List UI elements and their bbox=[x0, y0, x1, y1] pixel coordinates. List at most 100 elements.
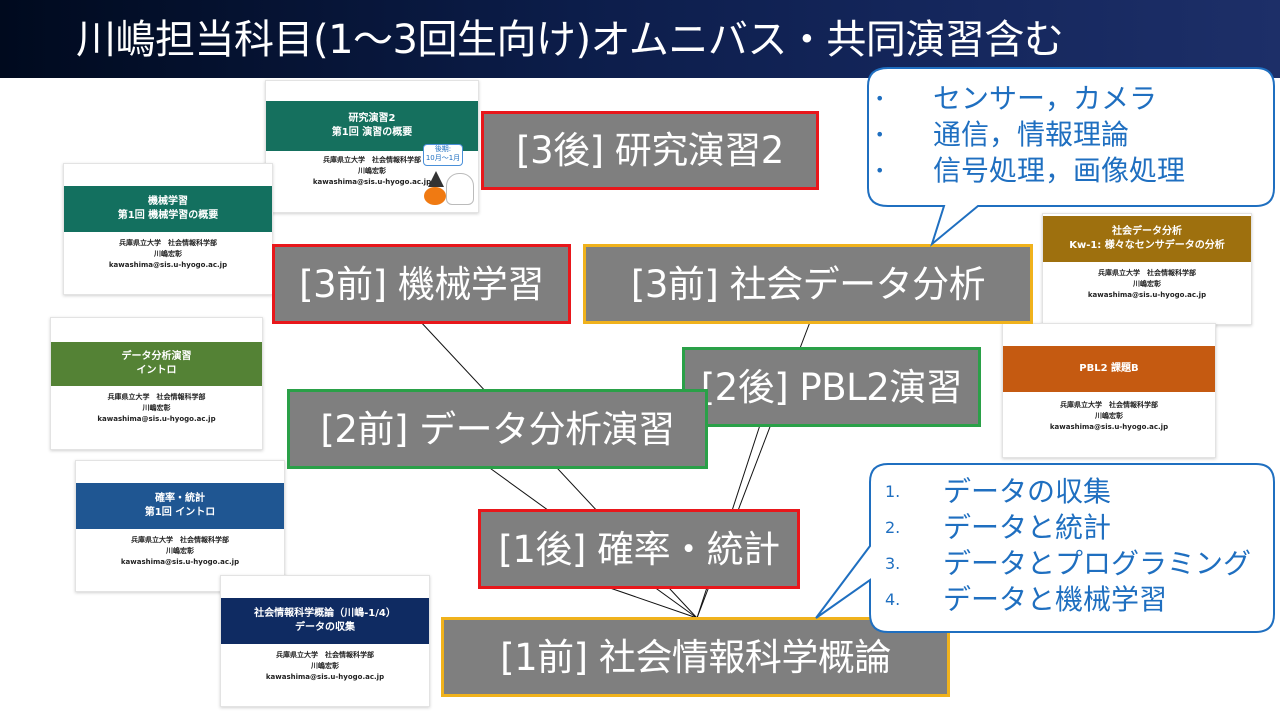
thumbnail-affiliation: 兵庫県立大学 社会情報科学部 bbox=[323, 156, 421, 164]
bullet-marker: • bbox=[875, 89, 885, 108]
course-label: [2後] PBL2演習 bbox=[700, 365, 963, 409]
thumbnail-email: kawashima@sis.u-hyogo.ac.jp bbox=[1049, 423, 1169, 431]
bullet-marker: • bbox=[875, 125, 885, 144]
thumbnail-author: 川嶋宏彰 bbox=[142, 404, 171, 412]
slide-thumbnail-prob: 確率・統計 第1回 イントロ 兵庫県立大学 社会情報科学部 川嶋宏彰 kawas… bbox=[75, 460, 285, 592]
slide-thumbnail-data: データ分析演習 イントロ 兵庫県立大学 社会情報科学部 川嶋宏彰 kawashi… bbox=[50, 317, 263, 450]
callout-top-item: • 通信，情報理論 bbox=[875, 117, 1185, 153]
callout-top-list: • センサー，カメラ • 通信，情報理論 • 信号処理，画像処理 bbox=[875, 81, 1185, 189]
thumbnail-title: 社会データ分析 bbox=[1112, 226, 1182, 237]
thumbnail-info: 兵庫県立大学 社会情報科学部 川嶋宏彰 kawashima@sis.u-hyog… bbox=[51, 392, 262, 425]
thumbnail-affiliation: 兵庫県立大学 社会情報科学部 bbox=[131, 536, 229, 544]
period-value: 10月〜1月 bbox=[425, 154, 461, 162]
thumbnail-subtitle: イントロ bbox=[136, 365, 177, 376]
callout-item-text: データの収集 bbox=[943, 475, 1112, 508]
thumbnail-title: 確率・統計 bbox=[155, 493, 205, 504]
callout-bottom-item: 1. データの収集 bbox=[885, 474, 1251, 510]
thumbnail-email: kawashima@sis.u-hyogo.ac.jp bbox=[265, 673, 385, 681]
course-label: [1前] 社会情報科学概論 bbox=[500, 635, 891, 679]
callout-item-text: データとプログラミング bbox=[943, 547, 1252, 580]
thumbnail-title: PBL2 課題B bbox=[1079, 363, 1139, 374]
slide-thumbnail-social: 社会データ分析 Kw-1: 様々なセンサデータの分析 兵庫県立大学 社会情報科学… bbox=[1042, 213, 1252, 325]
course-box-machine-learning: [3前] 機械学習 bbox=[272, 244, 571, 324]
thumbnail-email: kawashima@sis.u-hyogo.ac.jp bbox=[120, 558, 240, 566]
course-label: [1後] 確率・統計 bbox=[498, 527, 780, 571]
callout-top-item: • 信号処理，画像処理 bbox=[875, 153, 1185, 189]
period-label: 後期: bbox=[434, 145, 452, 153]
course-box-intro-social-informatics: [1前] 社会情報科学概論 bbox=[441, 617, 950, 697]
course-label: [2前] データ分析演習 bbox=[320, 407, 675, 451]
course-label: [3前] 社会データ分析 bbox=[630, 262, 986, 306]
thumbnail-author: 川嶋宏彰 bbox=[311, 662, 339, 670]
callout-item-text: データと機械学習 bbox=[943, 583, 1168, 616]
thumbnail-subtitle: Kw-1: 様々なセンサデータの分析 bbox=[1069, 240, 1225, 251]
thumbnail-title: 研究演習2 bbox=[348, 113, 396, 124]
thumbnail-banner: データ分析演習 イントロ bbox=[51, 342, 262, 386]
page-title: 川嶋担当科目(1〜3回生向け)オムニバス・共同演習含む bbox=[76, 17, 1064, 63]
course-box-probability-statistics: [1後] 確率・統計 bbox=[478, 509, 800, 589]
ghost-icon bbox=[446, 173, 474, 205]
thumbnail-title: データ分析演習 bbox=[121, 351, 192, 362]
thumbnail-subtitle: 第1回 演習の概要 bbox=[331, 127, 413, 138]
thumbnail-info: 兵庫県立大学 社会情報科学部 川嶋宏彰 kawashima@sis.u-hyog… bbox=[221, 650, 429, 683]
thumbnail-email: kawashima@sis.u-hyogo.ac.jp bbox=[1087, 291, 1207, 299]
course-box-research-seminar-2: [3後] 研究演習2 bbox=[481, 111, 819, 190]
course-label: [3後] 研究演習2 bbox=[516, 129, 784, 172]
link-intro-prob bbox=[609, 587, 698, 619]
thumbnail-author: 川嶋宏彰 bbox=[358, 167, 386, 175]
callout-item-text: データと統計 bbox=[943, 511, 1112, 544]
thumbnail-title: 社会情報科学概論（川嶋-1/4） bbox=[254, 608, 396, 619]
thumbnail-banner: 研究演習2 第1回 演習の概要 bbox=[266, 101, 478, 151]
witch-hat-icon bbox=[428, 171, 444, 187]
bullet-marker: • bbox=[875, 161, 885, 180]
number-marker: 3. bbox=[885, 554, 901, 573]
course-box-social-data-analysis: [3前] 社会データ分析 bbox=[583, 244, 1033, 324]
course-label: [3前] 機械学習 bbox=[299, 262, 544, 306]
thumbnail-info: 兵庫県立大学 社会情報科学部 川嶋宏彰 kawashima@sis.u-hyog… bbox=[266, 155, 478, 188]
thumbnail-author: 川嶋宏彰 bbox=[166, 547, 194, 555]
course-box-data-analysis-seminar: [2前] データ分析演習 bbox=[287, 389, 708, 469]
thumbnail-subtitle: データの収集 bbox=[295, 622, 355, 633]
thumbnail-subtitle: 第1回 イントロ bbox=[144, 507, 216, 518]
thumbnail-banner: 社会情報科学概論（川嶋-1/4） データの収集 bbox=[221, 598, 429, 644]
callout-top-item: • センサー，カメラ bbox=[875, 81, 1185, 117]
thumbnail-affiliation: 兵庫県立大学 社会情報科学部 bbox=[1098, 269, 1196, 277]
callout-bottom-item: 3. データとプログラミング bbox=[885, 546, 1251, 582]
thumbnail-banner: PBL2 課題B bbox=[1003, 346, 1215, 392]
pumpkin-icon bbox=[424, 187, 446, 205]
thumbnail-affiliation: 兵庫県立大学 社会情報科学部 bbox=[107, 393, 206, 401]
thumbnail-affiliation: 兵庫県立大学 社会情報科学部 bbox=[1060, 401, 1158, 409]
thumbnail-email: kawashima@sis.u-hyogo.ac.jp bbox=[97, 415, 216, 423]
callout-bottom-item: 2. データと統計 bbox=[885, 510, 1251, 546]
thumbnail-email: kawashima@sis.u-hyogo.ac.jp bbox=[312, 178, 432, 186]
thumbnail-info: 兵庫県立大学 社会情報科学部 川嶋宏彰 kawashima@sis.u-hyog… bbox=[1043, 268, 1251, 301]
thumbnail-author: 川嶋宏彰 bbox=[154, 250, 182, 258]
slide-thumbnail-research: 研究演習2 第1回 演習の概要 兵庫県立大学 社会情報科学部 川嶋宏彰 kawa… bbox=[265, 80, 479, 213]
thumbnail-subtitle: 第1回 機械学習の概要 bbox=[117, 210, 219, 221]
callout-item-text: 信号処理，画像処理 bbox=[933, 154, 1186, 187]
callout-bottom-bubble bbox=[815, 463, 1275, 633]
number-marker: 2. bbox=[885, 518, 901, 537]
thumbnail-author: 川嶋宏彰 bbox=[1095, 412, 1123, 420]
thumbnail-banner: 社会データ分析 Kw-1: 様々なセンサデータの分析 bbox=[1043, 216, 1251, 262]
slide-thumbnail-intro: 社会情報科学概論（川嶋-1/4） データの収集 兵庫県立大学 社会情報科学部 川… bbox=[220, 575, 430, 707]
thumbnail-affiliation: 兵庫県立大学 社会情報科学部 bbox=[119, 239, 217, 247]
thumbnail-banner: 機械学習 第1回 機械学習の概要 bbox=[64, 186, 272, 232]
callout-top-bubble bbox=[867, 67, 1275, 247]
thumbnail-affiliation: 兵庫県立大学 社会情報科学部 bbox=[276, 651, 374, 659]
callout-item-text: 通信，情報理論 bbox=[933, 118, 1130, 151]
thumbnail-author: 川嶋宏彰 bbox=[1133, 280, 1161, 288]
number-marker: 4. bbox=[885, 590, 901, 609]
slide-thumbnail-pbl: PBL2 課題B 兵庫県立大学 社会情報科学部 川嶋宏彰 kawashima@s… bbox=[1002, 323, 1216, 458]
period-speech-tag: 後期: 10月〜1月 bbox=[423, 144, 463, 166]
thumbnail-banner: 確率・統計 第1回 イントロ bbox=[76, 483, 284, 529]
callout-item-text: センサー，カメラ bbox=[933, 82, 1158, 115]
title-bar: 川嶋担当科目(1〜3回生向け)オムニバス・共同演習含む bbox=[0, 0, 1280, 78]
thumbnail-info: 兵庫県立大学 社会情報科学部 川嶋宏彰 kawashima@sis.u-hyog… bbox=[1003, 400, 1215, 433]
number-marker: 1. bbox=[885, 482, 901, 501]
thumbnail-email: kawashima@sis.u-hyogo.ac.jp bbox=[108, 261, 228, 269]
slide-thumbnail-ml: 機械学習 第1回 機械学習の概要 兵庫県立大学 社会情報科学部 川嶋宏彰 kaw… bbox=[63, 163, 273, 295]
thumbnail-title: 機械学習 bbox=[148, 196, 188, 207]
callout-bottom-item: 4. データと機械学習 bbox=[885, 582, 1251, 618]
thumbnail-info: 兵庫県立大学 社会情報科学部 川嶋宏彰 kawashima@sis.u-hyog… bbox=[64, 238, 272, 271]
